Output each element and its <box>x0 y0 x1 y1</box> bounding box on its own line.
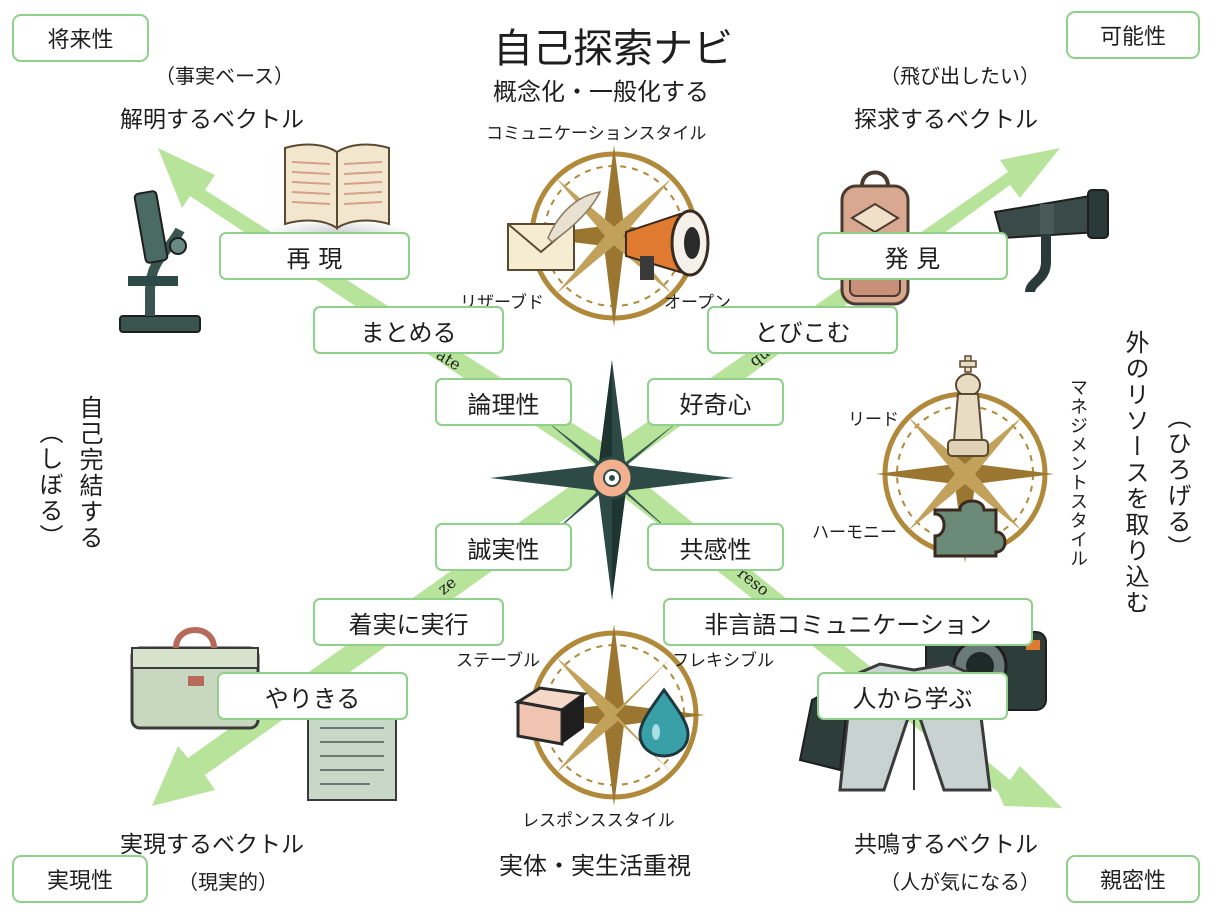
management-bottom-label: ハーモニー <box>812 523 897 543</box>
box-kyokansei: 共感性 <box>647 523 784 571</box>
telescope-icon <box>993 189 1109 293</box>
box-hakken: 発 見 <box>817 232 1008 280</box>
corner-top-right: 可能性 <box>1066 11 1200 59</box>
axis-right-sub: （ひろげる） <box>1163 405 1191 561</box>
vector-bottom-left-label: 実現するベクトル <box>120 832 304 858</box>
axis-left-sub: （しぼる） <box>35 420 63 550</box>
box-higengo: 非言語コミュニケーション <box>663 598 1033 646</box>
corner-bottom-left: 実現性 <box>12 855 148 903</box>
axis-top-label: 概念化・一般化する <box>493 78 709 106</box>
puzzle-piece-icon <box>933 499 1007 558</box>
axis-bottom-label: 実体・実生活重視 <box>499 852 691 880</box>
management-top-label: リード <box>848 410 899 430</box>
box-yarikiru: やりきる <box>217 672 408 720</box>
page-title: 自己探索ナビ <box>493 26 733 72</box>
corner-bottom-right: 親密性 <box>1066 855 1200 903</box>
box-hitokara: 人から学ぶ <box>817 672 1008 720</box>
sugar-cube-icon <box>513 686 588 746</box>
vector-bottom-right-sub: （人が気になる） <box>880 870 1040 894</box>
water-drop-icon <box>638 687 690 758</box>
vector-top-right-sub: （飛び出したい） <box>880 64 1040 88</box>
management-style-title: マネジメントスタイル <box>1067 378 1088 568</box>
communication-style-title: コミュニケーションスタイル <box>486 124 707 144</box>
microscope-icon <box>119 190 201 333</box>
open-book-icon <box>262 143 412 244</box>
envelope-quill-icon <box>507 191 602 271</box>
box-tobikomu: とびこむ <box>707 306 898 354</box>
box-matomeru: まとめる <box>313 306 504 354</box>
box-saigen: 再 現 <box>219 232 410 280</box>
chess-king-icon <box>947 355 989 457</box>
box-seijitsusei: 誠実性 <box>435 523 572 571</box>
vector-top-left-sub: （事実ベース） <box>155 64 294 88</box>
vector-bottom-right-label: 共鳴するベクトル <box>854 832 1038 858</box>
vector-top-left-label: 解明するベクトル <box>120 107 304 133</box>
axis-right-label: 外のリソースを取り込む <box>1121 330 1149 616</box>
box-chakujitsu: 着実に実行 <box>313 598 504 646</box>
vector-top-right-label: 探求するベクトル <box>854 107 1038 133</box>
response-left-label: ステーブル <box>456 651 540 671</box>
response-right-label: フレキシブル <box>672 651 774 671</box>
response-style-title: レスポンススタイル <box>522 811 675 831</box>
axis-left-label: 自己完結する <box>75 395 103 551</box>
box-ronrisei: 論理性 <box>435 378 572 426</box>
corner-top-left: 将来性 <box>12 14 149 62</box>
box-kokishin: 好奇心 <box>647 378 784 426</box>
megaphone-icon <box>625 209 710 280</box>
vector-bottom-left-sub: （現実的） <box>178 870 278 894</box>
